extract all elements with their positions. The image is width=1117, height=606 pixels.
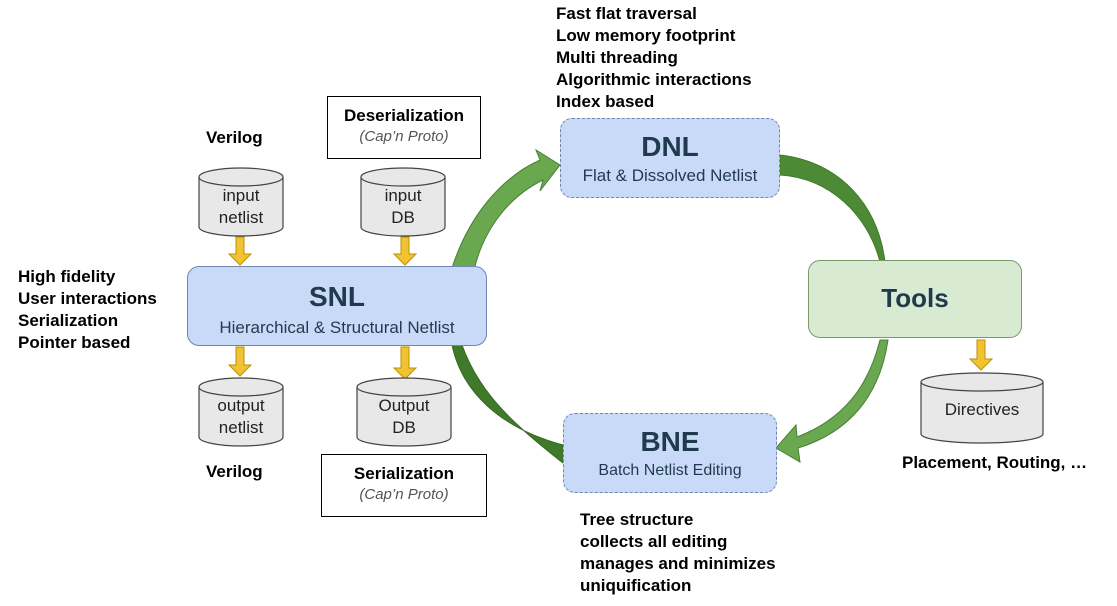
cylinder-label: DB — [391, 208, 415, 227]
cylinder-shape — [360, 167, 446, 237]
cylinder-label: netlist — [218, 418, 264, 437]
verilog-output-label: Verilog — [206, 462, 263, 481]
snl-feature: User interactions — [18, 289, 157, 308]
bne-feature: uniquification — [580, 576, 692, 595]
cylinder-shape — [920, 372, 1044, 444]
cylinder-label: input — [222, 186, 260, 205]
snl-feature: Serialization — [18, 311, 119, 330]
snl-title: SNL — [309, 281, 365, 312]
serialization-title: Serialization — [353, 464, 455, 483]
snl-to-dnl-arrow — [451, 148, 561, 271]
dnl-feature: Low memory footprint — [556, 26, 736, 45]
dnl-to-tools-arrow — [779, 154, 886, 263]
serialization-format: (Cap’n Proto) — [359, 486, 449, 503]
bne-feature-list: Tree structure collects all editing mana… — [580, 509, 776, 597]
bne-to-snl-arrow — [451, 344, 564, 465]
bne-feature: collects all editing — [580, 532, 728, 551]
cylinder-shape — [356, 377, 452, 447]
dnl-feature: Fast flat traversal — [556, 4, 697, 23]
input-netlist-to-snl-arrow — [227, 236, 253, 266]
output-netlist-database: output netlist — [198, 377, 284, 447]
directives-caption: Placement, Routing, … — [902, 453, 1088, 472]
cylinder-label: DB — [392, 418, 416, 437]
io-arrows — [227, 236, 994, 380]
snl-feature: Pointer based — [18, 333, 131, 352]
dnl-feature-list: Fast flat traversal Low memory footprint… — [556, 3, 752, 113]
cylinder-label: Output — [378, 396, 430, 415]
bne-feature: manages and minimizes — [580, 554, 776, 573]
dnl-feature: Multi threading — [556, 48, 678, 67]
input-netlist-database: input netlist — [198, 167, 284, 237]
bne-subtitle: Batch Netlist Editing — [598, 462, 742, 479]
dnl-feature: Index based — [556, 92, 655, 111]
snl-to-output-netlist-arrow — [227, 346, 253, 377]
tools-to-directives-arrow — [968, 339, 994, 371]
input-db-database: input DB — [360, 167, 446, 237]
bne-feature: Tree structure — [580, 510, 694, 529]
deserialization-title: Deserialization — [344, 106, 464, 125]
dnl-feature: Algorithmic interactions — [556, 70, 752, 89]
input-db-to-snl-arrow — [392, 236, 418, 266]
serialization-box: Serialization (Cap’n Proto) — [321, 454, 487, 517]
cylinder-shape — [198, 377, 284, 447]
deserialization-format: (Cap’n Proto) — [359, 128, 449, 145]
snl-feature: High fidelity — [18, 267, 116, 286]
cylinder-shape — [198, 167, 284, 237]
output-db-database: Output DB — [356, 377, 452, 447]
bne-block: BNE Batch Netlist Editing — [563, 413, 777, 493]
snl-feature-list: High fidelity User interactions Serializ… — [18, 266, 157, 354]
tools-block: Tools — [808, 260, 1022, 338]
dnl-title: DNL — [641, 131, 699, 162]
snl-to-output-db-arrow — [392, 346, 418, 380]
bne-title: BNE — [640, 426, 700, 457]
snl-subtitle: Hierarchical & Structural Netlist — [219, 318, 455, 337]
tools-to-bne-arrow — [775, 339, 889, 463]
directives-database: Directives — [920, 372, 1044, 444]
cylinder-label: output — [217, 396, 265, 415]
cylinder-label: input — [384, 186, 422, 205]
tools-title: Tools — [881, 283, 949, 313]
cylinder-label: Directives — [944, 400, 1020, 419]
verilog-input-label: Verilog — [206, 128, 263, 147]
snl-block: SNL Hierarchical & Structural Netlist — [187, 266, 487, 346]
dnl-subtitle: Flat & Dissolved Netlist — [582, 166, 758, 185]
cylinder-label: netlist — [218, 208, 264, 227]
dnl-block: DNL Flat & Dissolved Netlist — [560, 118, 780, 198]
deserialization-box: Deserialization (Cap’n Proto) — [327, 96, 481, 159]
